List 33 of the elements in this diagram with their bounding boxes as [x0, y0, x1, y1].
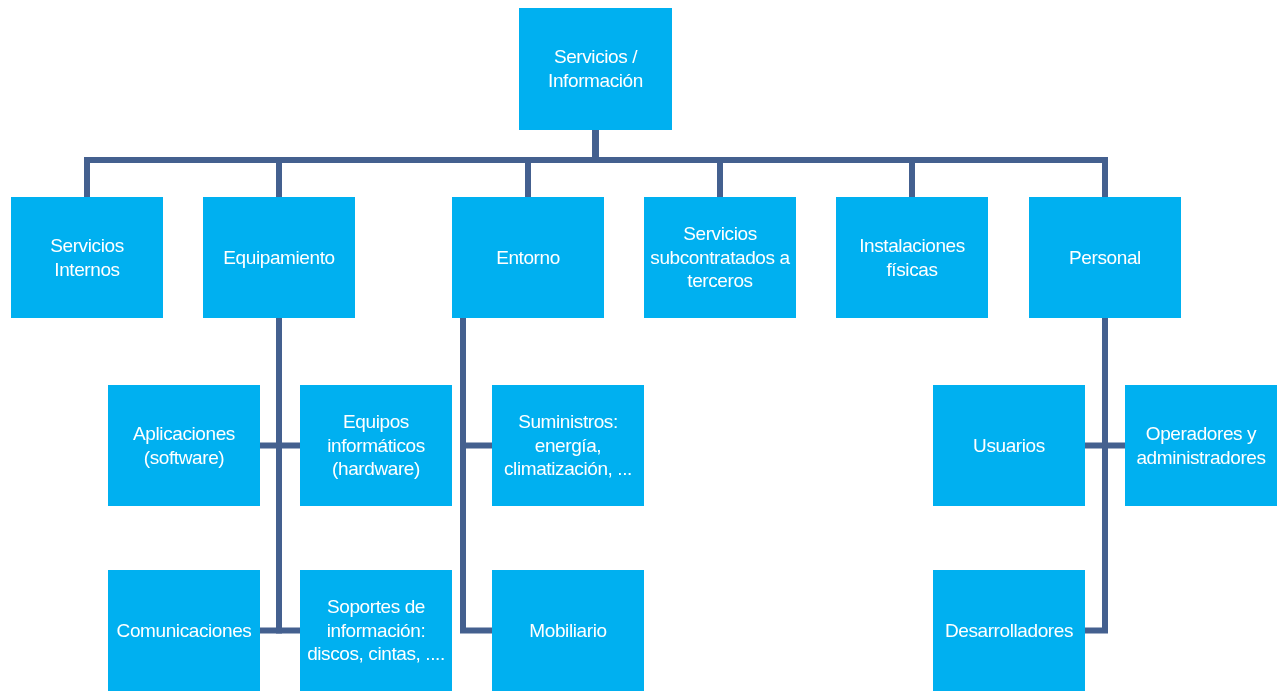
box-label: Servicios / Información: [547, 45, 644, 93]
category-box: [836, 197, 988, 318]
category-box: [11, 197, 163, 318]
box-label: Soportes de información: discos, cintas, ....: [306, 594, 446, 667]
box-label: Usuarios: [973, 433, 1045, 458]
category-box: [933, 570, 1085, 691]
category-box: [644, 197, 796, 318]
category-box: [519, 8, 672, 130]
connector-line: [592, 130, 1108, 197]
box-label: Operadores y administradores: [1135, 421, 1267, 470]
category-box: [108, 570, 260, 691]
box-label: Entorno: [496, 245, 560, 270]
category-box: [1029, 197, 1181, 318]
box-label: Instalaciones físicas: [858, 233, 966, 282]
box-label: Servicios Internos: [49, 233, 125, 282]
box-label: Suministros: energía, climatización, ...: [503, 409, 633, 482]
box-label: Equipamiento: [223, 245, 335, 270]
box-label: Aplicaciones (software): [132, 421, 236, 470]
box-label: Desarrolladores: [944, 618, 1074, 643]
category-box: [492, 385, 644, 506]
category-box: [492, 570, 644, 691]
box-label: Mobiliario: [529, 618, 607, 643]
category-box: [300, 570, 452, 691]
category-box: [933, 385, 1085, 506]
category-box: [203, 197, 355, 318]
category-box: [1125, 385, 1277, 506]
category-box: [452, 197, 604, 318]
box-label: Servicios subcontratados a terceros: [650, 221, 790, 294]
box-label: Comunicaciones: [116, 618, 252, 643]
box-label: Personal: [1069, 245, 1141, 270]
category-box: [300, 385, 452, 506]
box-label: Equipos informáticos (hardware): [326, 409, 426, 482]
category-box: [108, 385, 260, 506]
